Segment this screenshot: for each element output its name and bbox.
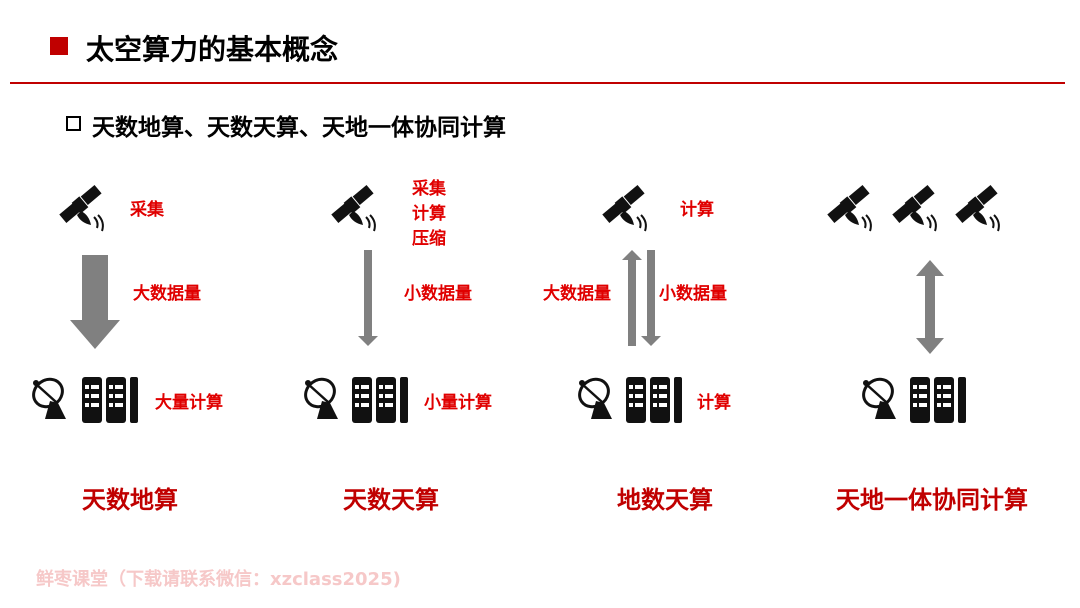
- server-icon: [626, 377, 682, 423]
- slide-subtitle: 天数地算、天数天算、天地一体协同计算: [92, 115, 506, 141]
- watermark: 鲜枣课堂（下载请联系微信：xzclass2025): [36, 569, 401, 590]
- title-bullet: [50, 37, 68, 55]
- dish-antenna-icon: [26, 372, 70, 421]
- col2-ground-label: 小量计算: [424, 393, 492, 413]
- col2-sat-label-2: 计算: [412, 204, 446, 224]
- down-arrow-thin: [358, 250, 378, 346]
- mode-label-sky-data-ground-compute: 天数地算: [82, 486, 178, 514]
- up-arrow-thin: [622, 250, 642, 346]
- server-icon: [82, 377, 138, 423]
- slide-title: 太空算力的基本概念: [86, 33, 339, 66]
- satellite-icon: [330, 183, 376, 232]
- col3-flow-up-label: 大数据量: [543, 284, 611, 304]
- col1-sat-label: 采集: [130, 200, 164, 220]
- col2-flow-label: 小数据量: [404, 284, 472, 304]
- mode-label-space-ground-collaborative: 天地一体协同计算: [836, 486, 1028, 514]
- col3-flow-down-label: 小数据量: [659, 284, 727, 304]
- col1-flow-label: 大数据量: [133, 284, 201, 304]
- dish-antenna-icon: [298, 372, 342, 421]
- title-divider: [10, 82, 1065, 84]
- satellite-icon: [58, 183, 104, 232]
- col2-sat-label-3: 压缩: [412, 229, 446, 249]
- col2-sat-label-1: 采集: [412, 179, 446, 199]
- satellite-icon: [891, 183, 937, 232]
- down-arrow-thick: [70, 255, 120, 349]
- bidirectional-arrow: [916, 260, 944, 354]
- dish-antenna-icon: [856, 372, 900, 421]
- dish-antenna-icon: [572, 372, 616, 421]
- satellite-icon: [954, 183, 1000, 232]
- mode-label-sky-data-sky-compute: 天数天算: [343, 486, 439, 514]
- server-icon: [352, 377, 408, 423]
- subtitle-bullet: [66, 116, 81, 131]
- mode-label-ground-data-sky-compute: 地数天算: [617, 486, 713, 514]
- satellite-icon: [826, 183, 872, 232]
- down-arrow-thin: [641, 250, 661, 346]
- col3-sat-label: 计算: [680, 200, 714, 220]
- satellite-icon: [601, 183, 647, 232]
- server-icon: [910, 377, 966, 423]
- col3-ground-label: 计算: [697, 393, 731, 413]
- col1-ground-label: 大量计算: [155, 393, 223, 413]
